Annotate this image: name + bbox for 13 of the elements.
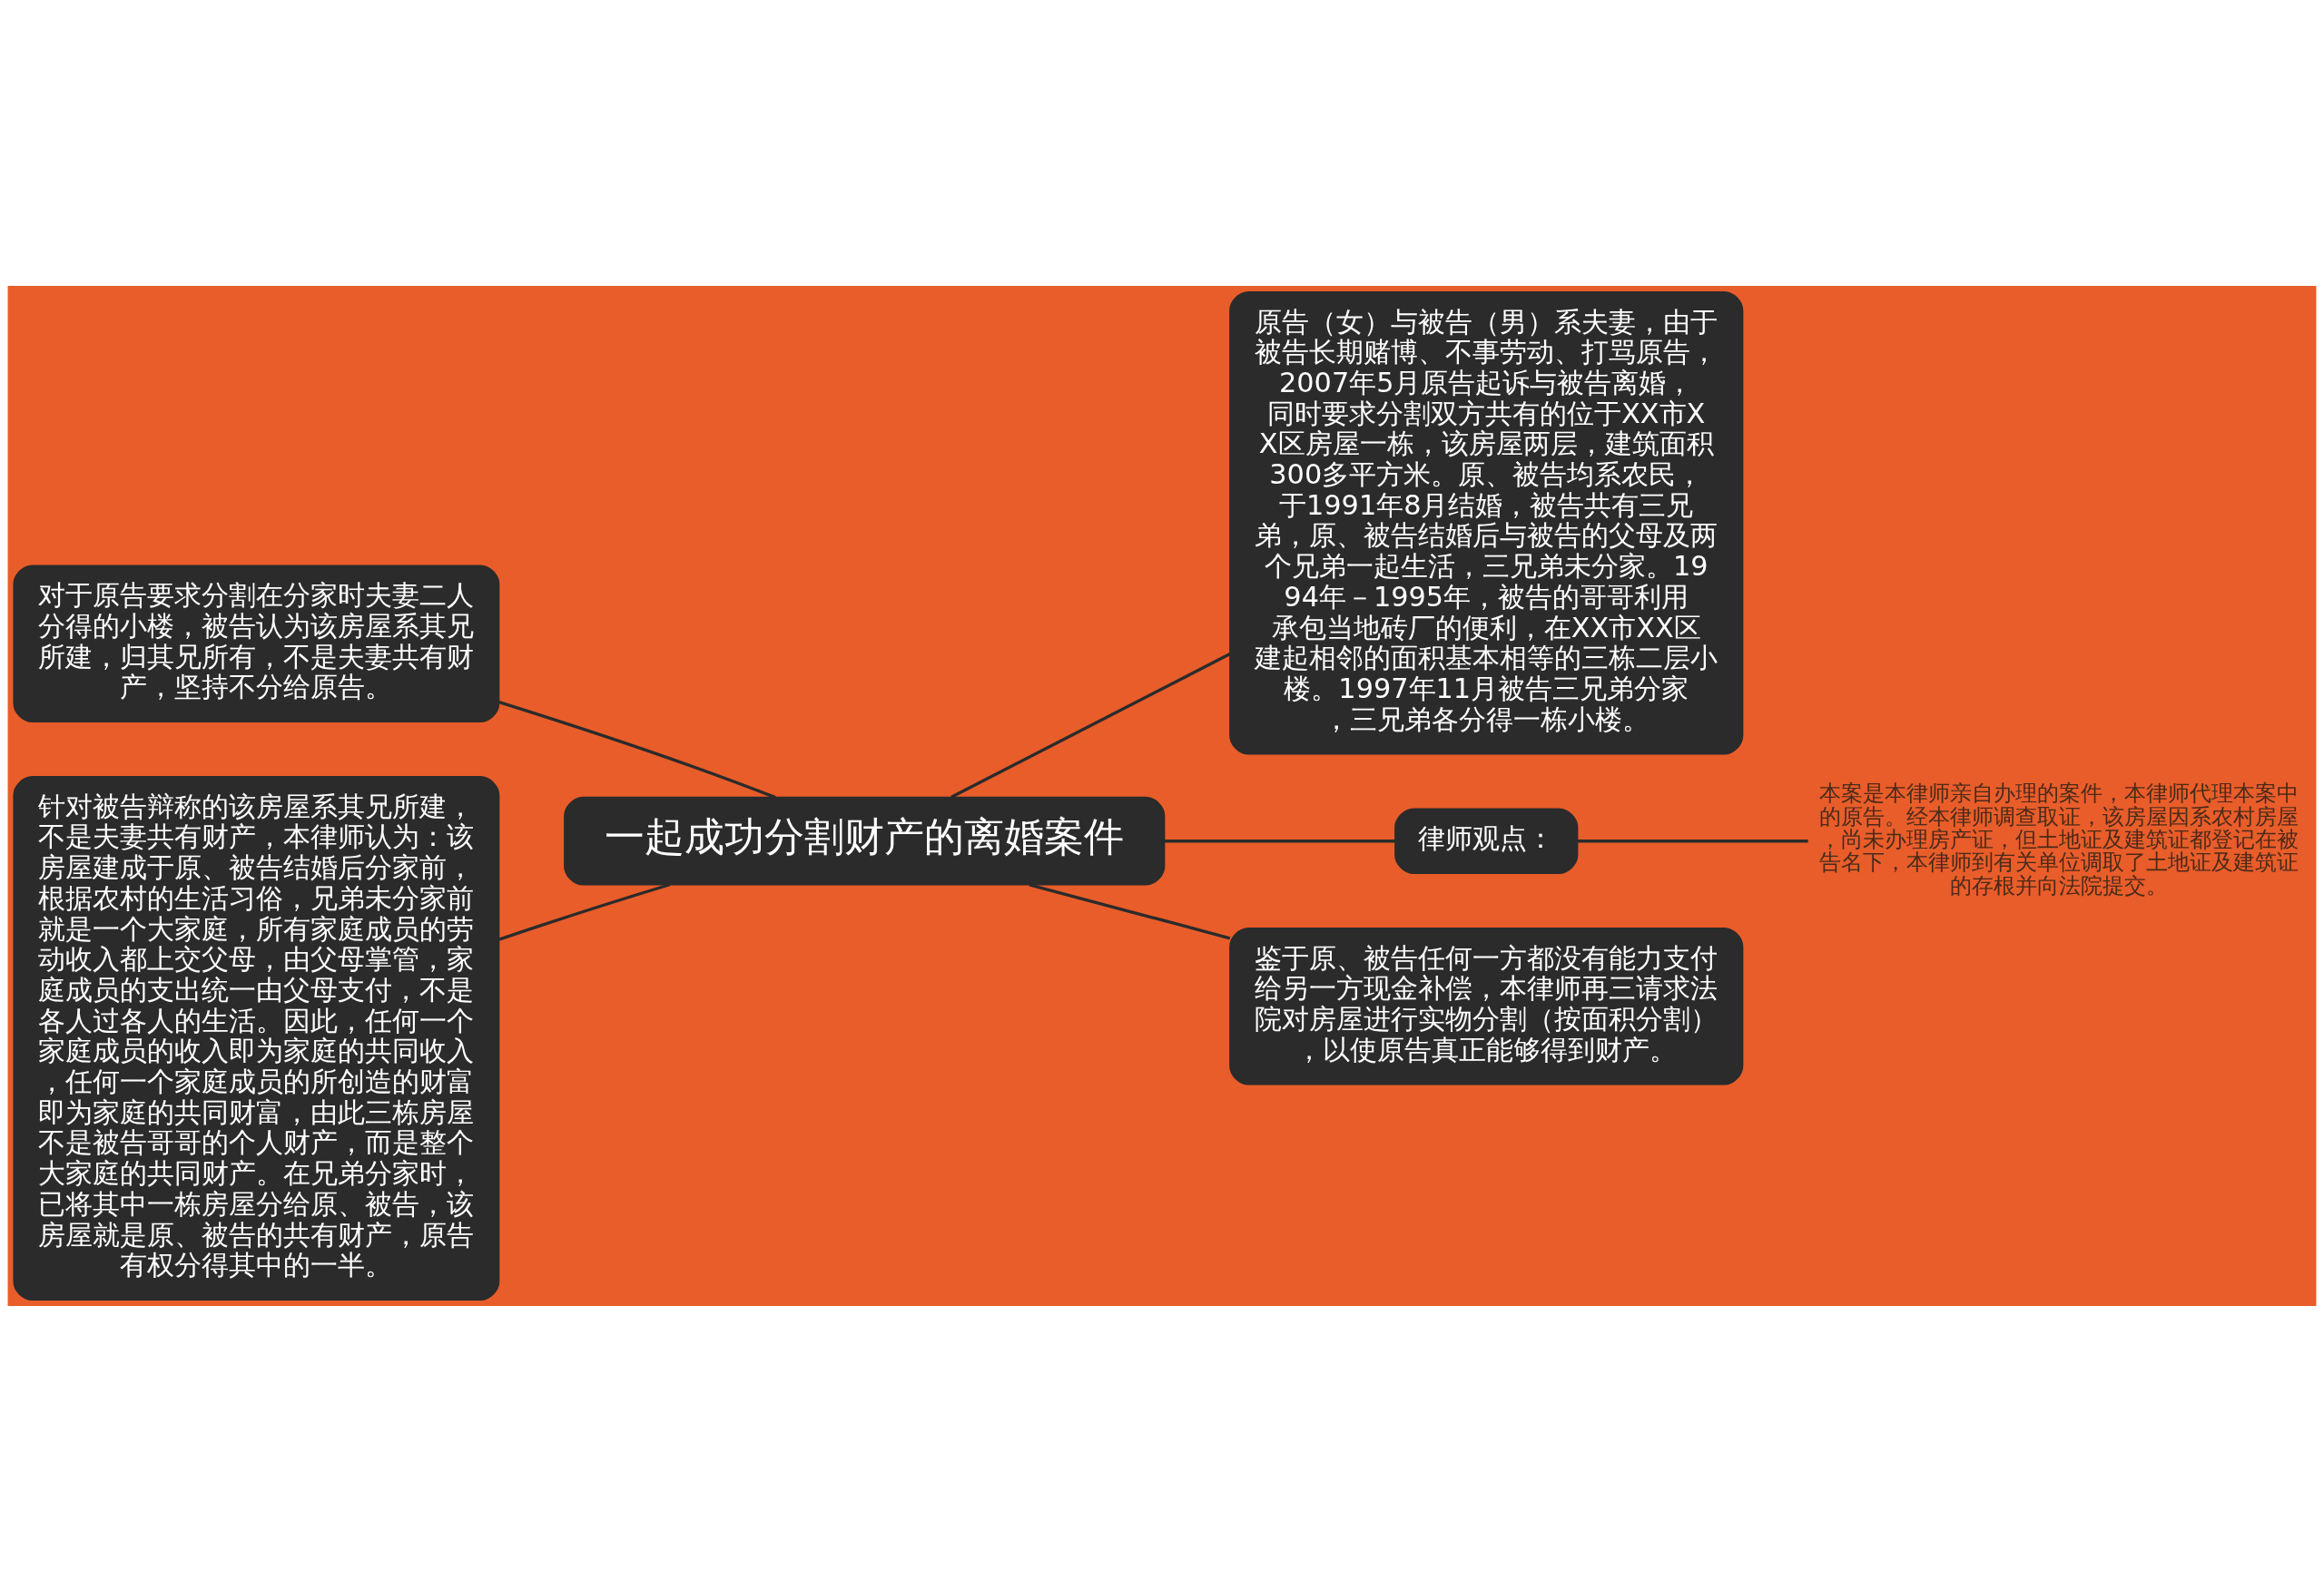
- node-box: 针对被告辩称的该房屋系其兄所建，不是夫妻共有财产，本律师认为：该房屋建成于原、被告结婚后分家前，根据农村的生活习俗，兄弟未分家前就是一个大家庭，所有家庭成员的劳动收入都上交父母，由父母掌管，家庭成员的支出统一由父母支付，不是各人过各人的生活。因此，任何一个家庭成员的收入即为家庭的共同收入，任何一个家庭成员的所创造的财富即为家庭的共同财富，由此三栋房屋不是被告哥哥的个人财产，而是整个大家庭的共同财产。在兄弟分家时，已将其中一栋房屋分给原、被告，该房屋就是原、被告的共有财产，原告有权分得其中的一半。: [13, 775, 500, 1301]
- node-text: 本案是本律师亲自办理的案件，本律师代理本案中的原告。经本律师调查取证，该房屋因系农村房屋，尚未办理房产证，但土地证及建筑证都登记在被告名下，本律师到有关单位调取了土地证及建筑证的存根并向法院提交。: [1819, 780, 2299, 898]
- connector: [1164, 839, 1395, 842]
- connector: [1577, 839, 1808, 842]
- connector: [950, 652, 1231, 799]
- connector: [1029, 882, 1231, 939]
- node-box: 一起成功分割财产的离婚案件: [564, 796, 1166, 886]
- node-box: 对于原告要求分割在分家时夫妻二人分得的小楼，被告认为该房屋系其兄所建，归其兄所有，不是夫妻共有财产，坚持不分给原告。: [13, 565, 500, 722]
- node-box: 原告（女）与被告（男）系夫妻，由于被告长期赌博、不事劳动、打骂原告，2007年5月原告起诉与被告离婚，同时要求分割双方共有的位于XX市XX区房屋一栋，该房屋两层，建筑面积300多平方米。原、被告均系农民，于1991年8月结婚，被告共有三兄弟，原、被告结婚后与被告的父母及两个兄弟一起生活，三兄弟未分家。1994年－1995年，被告的哥哥利用承包当地砖厂的便利，在XX市XX区建起相邻的面积基本相等的三栋二层小楼。1997年11月被告三兄弟分家，三兄弟各分得一栋小楼。: [1229, 290, 1744, 754]
- node-box: 鉴于原、被告任何一方都没有能力支付给另一方现金补偿，本律师再三请求法院对房屋进行实物分割（按面积分割），以使原告真正能够得到财产。: [1229, 927, 1744, 1085]
- node-box: 律师观点：: [1394, 807, 1579, 874]
- connector: [498, 700, 776, 799]
- connector: [498, 882, 671, 941]
